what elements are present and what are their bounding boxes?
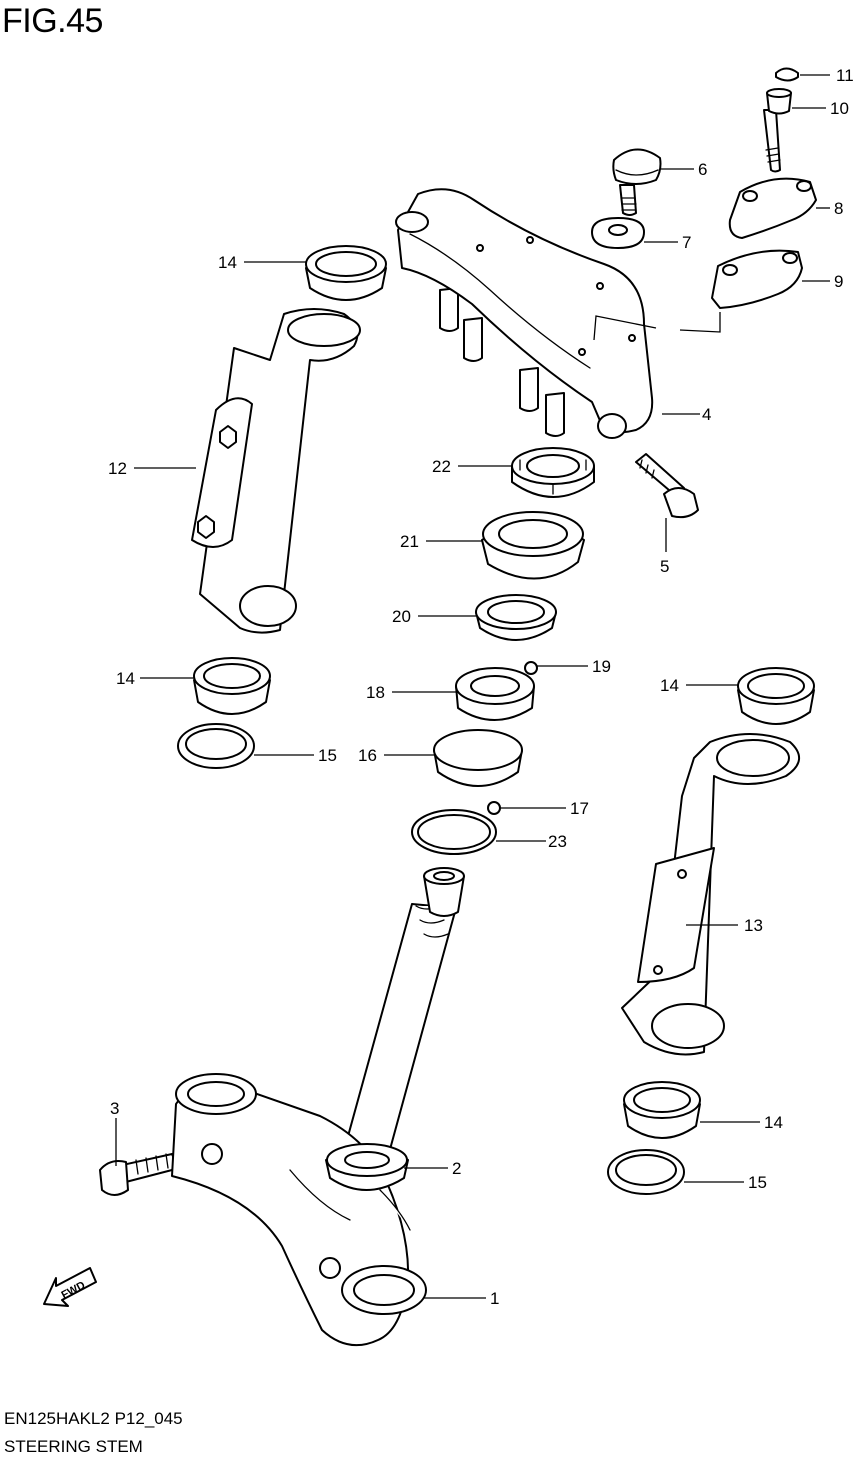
part-5-bolt[interactable]: [635, 453, 699, 519]
part-8-handlebar-holder-upper[interactable]: [728, 177, 817, 239]
part-11-cap[interactable]: [775, 67, 799, 82]
callout-17[interactable]: 17: [570, 799, 589, 818]
part-12-headlight-bracket-left[interactable]: [191, 308, 361, 634]
callout-12[interactable]: 12: [108, 459, 127, 478]
callout-23[interactable]: 23: [548, 832, 567, 851]
callout-1[interactable]: 1: [490, 1289, 499, 1308]
part-2-dust-seal[interactable]: [325, 1143, 409, 1191]
part-18-bearing[interactable]: [455, 667, 535, 721]
figure-caption: STEERING STEM: [4, 1437, 143, 1456]
part-14-seal-mid-left[interactable]: [193, 657, 271, 715]
callout-14-b[interactable]: 14: [116, 669, 135, 688]
part-9-handlebar-holder-lower[interactable]: [711, 249, 803, 309]
part-14-seal-upper-left[interactable]: [305, 245, 387, 301]
leader-lines: [115, 74, 830, 1299]
callout-20[interactable]: 20: [392, 607, 411, 626]
callout-21[interactable]: 21: [400, 532, 419, 551]
callout-4[interactable]: 4: [702, 405, 711, 424]
part-13-headlight-bracket-right[interactable]: [621, 733, 800, 1056]
part-23-o-ring[interactable]: [411, 809, 497, 855]
callout-3[interactable]: 3: [110, 1099, 119, 1118]
part-1-steering-stem[interactable]: [171, 867, 465, 1347]
callout-14-d[interactable]: 14: [764, 1113, 783, 1132]
callout-5[interactable]: 5: [660, 557, 669, 576]
model-code: EN125HAKL2 P12_045: [4, 1409, 183, 1428]
callout-6[interactable]: 6: [698, 160, 707, 179]
part-7-washer[interactable]: [591, 217, 645, 249]
callout-19[interactable]: 19: [592, 657, 611, 676]
part-10-bolt[interactable]: [763, 88, 792, 173]
part-16-lower-race[interactable]: [433, 729, 523, 787]
callout-10[interactable]: 10: [830, 99, 849, 118]
part-17-steel-ball[interactable]: [487, 801, 501, 815]
part-15-washer-left[interactable]: [177, 723, 255, 769]
callout-14-a[interactable]: 14: [218, 253, 237, 272]
callout-11[interactable]: 11: [836, 66, 854, 85]
callout-15-a[interactable]: 15: [318, 746, 337, 765]
part-22-steering-stem-nut[interactable]: [511, 447, 595, 498]
callout-15-b[interactable]: 15: [748, 1173, 767, 1192]
callout-22[interactable]: 22: [432, 457, 451, 476]
callout-14-c[interactable]: 14: [660, 676, 679, 695]
callout-13[interactable]: 13: [744, 916, 763, 935]
part-4-upper-bracket[interactable]: [395, 188, 654, 439]
callout-7[interactable]: 7: [682, 233, 691, 252]
part-20-outer-race[interactable]: [475, 594, 557, 641]
part-3-bolt[interactable]: [99, 1153, 175, 1196]
callout-labels: 11 10 6 7 8 9 4 5 22 21 20 19 18 16 17 2…: [108, 66, 854, 1308]
part-21-dust-seal[interactable]: [481, 511, 585, 580]
part-14-seal-mid-right[interactable]: [737, 667, 815, 725]
figure-title: FIG.45: [2, 2, 103, 40]
part-19-steel-ball[interactable]: [524, 661, 538, 675]
callout-9[interactable]: 9: [834, 272, 843, 291]
callout-18[interactable]: 18: [366, 683, 385, 702]
callout-16[interactable]: 16: [358, 746, 377, 765]
part-15-washer-right[interactable]: [607, 1149, 685, 1195]
part-6-bolt[interactable]: [612, 148, 662, 216]
callout-2[interactable]: 2: [452, 1159, 461, 1178]
callout-8[interactable]: 8: [834, 199, 843, 218]
fwd-arrow-icon: [43, 1267, 97, 1307]
part-14-seal-lower-right[interactable]: [623, 1081, 701, 1139]
